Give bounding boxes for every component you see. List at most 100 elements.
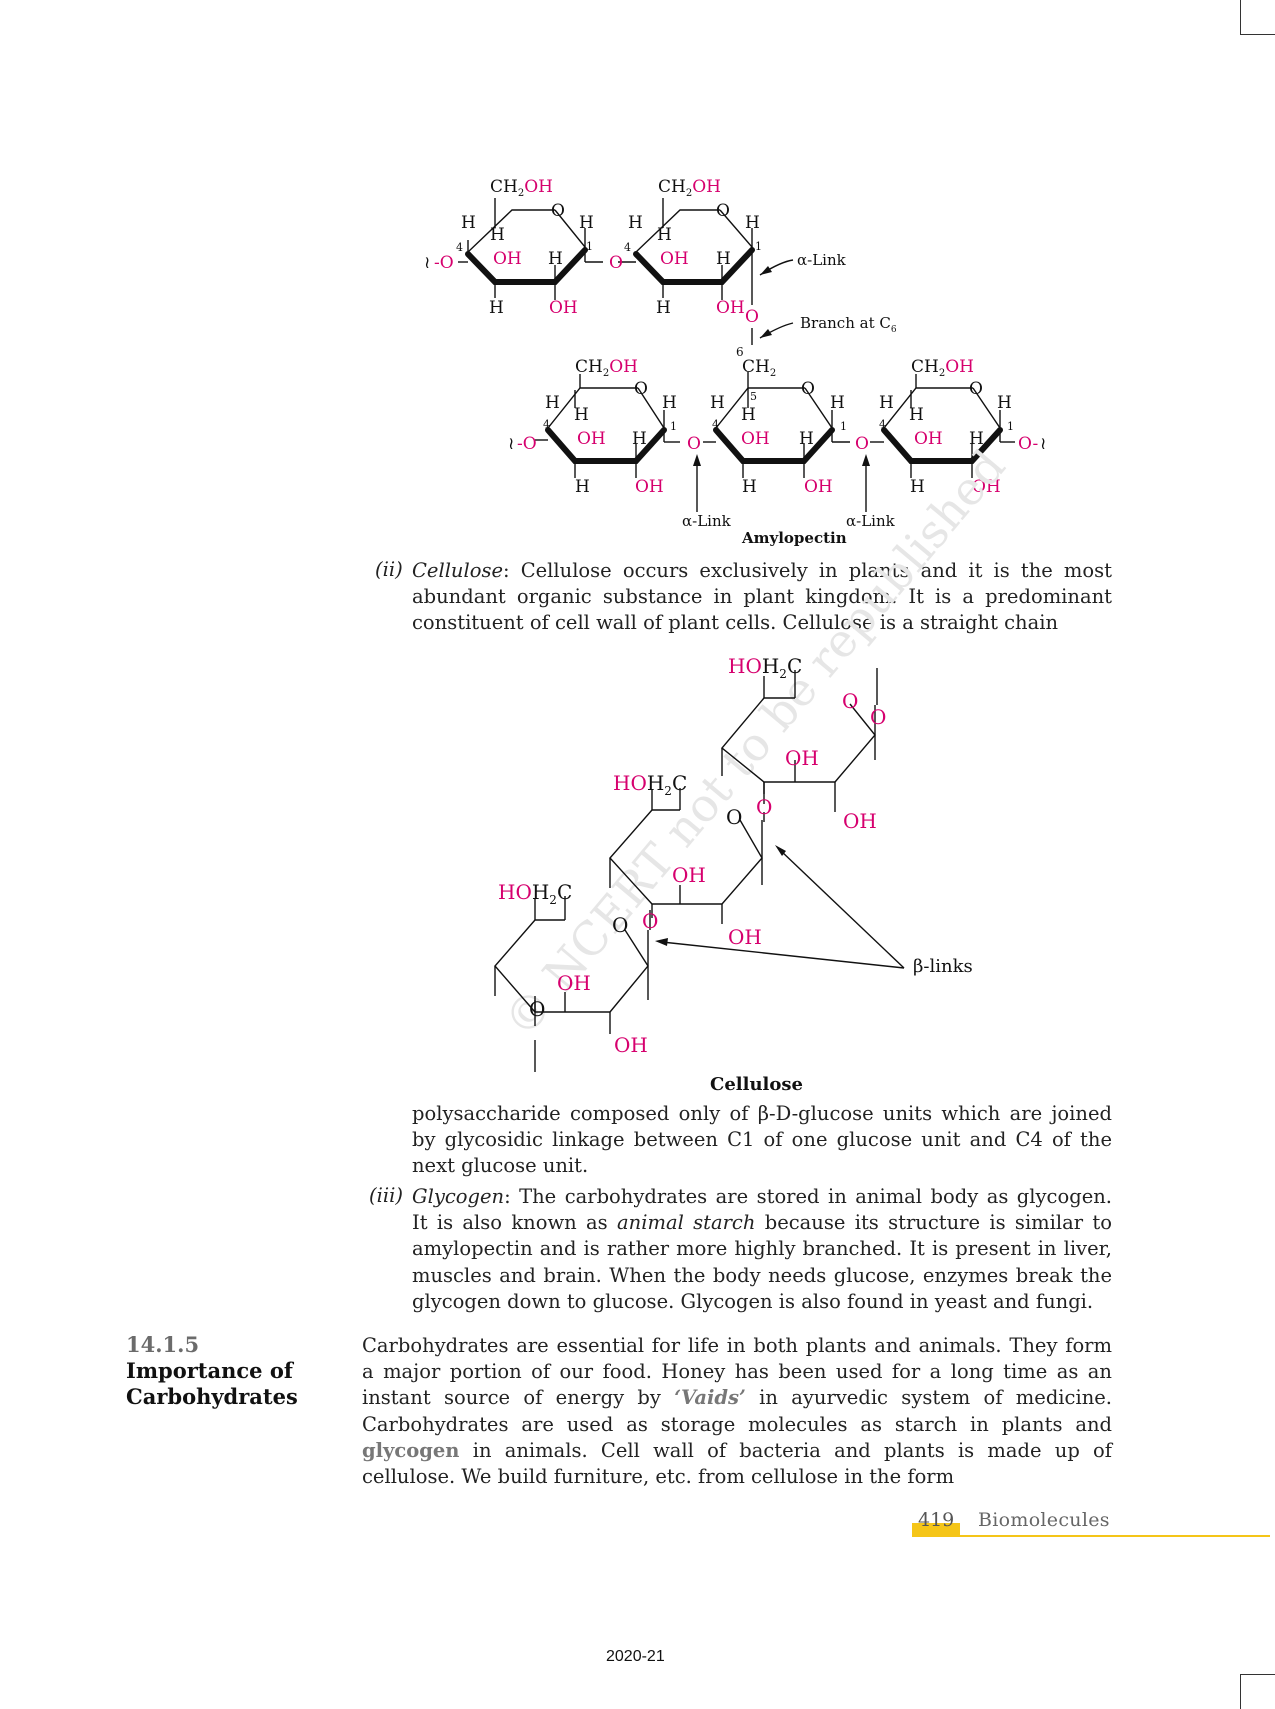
svg-text:O: O (642, 909, 658, 933)
svg-text:OH: OH (914, 429, 943, 449)
svg-text:H: H (657, 225, 672, 245)
svg-text:HOH2C: HOH2C (728, 654, 802, 681)
edition-year: 2020-21 (606, 1648, 665, 1665)
svg-text:O-: O- (1018, 434, 1038, 454)
svg-text:OH: OH (972, 477, 1001, 497)
svg-text:-O: -O (517, 434, 537, 454)
ring-o: O (716, 201, 730, 221)
svg-text:OH: OH (614, 1033, 648, 1057)
ch2-label: CH (742, 357, 770, 377)
svg-text:OH: OH (843, 809, 877, 833)
svg-text:OH: OH (728, 925, 762, 949)
svg-text:O: O (687, 434, 701, 454)
svg-text:OH: OH (493, 249, 522, 269)
crop-mark-bottom-right (1240, 1674, 1275, 1709)
svg-text:OH: OH (672, 863, 706, 887)
svg-text:OH: OH (785, 746, 819, 770)
svg-text:H: H (745, 213, 760, 233)
ring-o: O (551, 201, 565, 221)
svg-text:H: H (628, 213, 643, 233)
beta-links-label: β-links (913, 956, 973, 977)
svg-text:O: O (612, 913, 628, 937)
svg-text:5: 5 (750, 390, 757, 403)
svg-text:CH2OH: CH2OH (911, 357, 974, 379)
svg-text:1: 1 (586, 240, 593, 253)
svg-text:H: H (830, 393, 845, 413)
svg-text:1: 1 (670, 420, 677, 433)
ch2oh-c-2: CH (658, 177, 686, 197)
cellulose-caption: Cellulose (710, 1074, 803, 1095)
item-number-iii: (iii) (369, 1184, 403, 1207)
svg-text:6: 6 (736, 345, 744, 359)
branch-o: O (745, 307, 759, 327)
svg-text:H: H (548, 249, 563, 269)
svg-text:H: H (579, 213, 594, 233)
svg-text:≀: ≀ (424, 253, 430, 273)
alpha-link-label-1: α-Link (682, 512, 732, 530)
svg-text:CH2OH: CH2OH (658, 177, 721, 199)
svg-text:H: H (656, 298, 671, 318)
svg-text:OH: OH (660, 249, 689, 269)
alpha-link-label-2: α-Link (846, 512, 896, 530)
svg-text:O: O (855, 434, 869, 454)
svg-text:≀: ≀ (1040, 434, 1046, 454)
svg-text:O: O (634, 379, 648, 399)
svg-text:4: 4 (543, 418, 550, 431)
svg-text:OH: OH (577, 429, 606, 449)
amylopectin-caption: Amylopectin (741, 529, 847, 547)
svg-text:CH2: CH2 (742, 357, 776, 379)
svg-text:H: H (799, 429, 814, 449)
section-title: Importance of Carbohydrates (126, 1358, 298, 1409)
ch2oh-c-1: CH (490, 177, 518, 197)
svg-text:H: H (716, 249, 731, 269)
cellulose-continued: polysaccharide composed only of β-D-gluc… (412, 1102, 1112, 1178)
svg-text:O: O (969, 379, 983, 399)
svg-text:H: H (662, 393, 677, 413)
svg-text:H: H (575, 477, 590, 497)
svg-text:O: O (842, 689, 858, 713)
svg-text:O: O (870, 705, 886, 729)
svg-text:1: 1 (840, 420, 847, 433)
svg-text:OH: OH (716, 298, 745, 318)
svg-text:CH2OH: CH2OH (490, 177, 553, 199)
branch-label: Branch at C6 (800, 314, 897, 335)
svg-text:HOH2C: HOH2C (498, 880, 572, 907)
svg-text:4: 4 (624, 241, 631, 254)
svg-text:H: H (742, 477, 757, 497)
svg-text:H: H (490, 225, 505, 245)
svg-text:4: 4 (879, 418, 886, 431)
crop-mark-top-right (1240, 0, 1275, 35)
svg-text:H: H (741, 405, 756, 425)
svg-text:O: O (726, 805, 742, 829)
svg-text:H: H (910, 477, 925, 497)
svg-text:1: 1 (755, 240, 762, 253)
footer-rule (912, 1535, 1270, 1537)
alpha-link-label-top: α-Link (797, 251, 847, 269)
link-o: O (609, 253, 623, 273)
svg-text:H: H (710, 393, 725, 413)
svg-text:H: H (969, 429, 984, 449)
footer-highlight (912, 1523, 960, 1537)
svg-text:CH2OH: CH2OH (575, 357, 638, 379)
svg-text:≀: ≀ (508, 434, 514, 454)
page-number: 419 (918, 1509, 955, 1531)
svg-text:4: 4 (712, 418, 719, 431)
svg-text:H: H (997, 393, 1012, 413)
svg-text:4: 4 (456, 241, 463, 254)
svg-text:H: H (909, 405, 924, 425)
svg-text:H: H (461, 213, 476, 233)
svg-text:H: H (632, 429, 647, 449)
section-number: 14.1.5 (126, 1332, 200, 1357)
svg-text:OH: OH (557, 971, 591, 995)
svg-text:OH: OH (635, 477, 664, 497)
chapter-name: Biomolecules (978, 1509, 1110, 1531)
amylopectin-structure: CH2OH CH2OH O O H H H H H H OH H OH H H … (424, 177, 1046, 547)
svg-text:H: H (879, 393, 894, 413)
svg-text:1: 1 (1007, 420, 1014, 433)
svg-text:OH: OH (741, 429, 770, 449)
item-number-ii: (ii) (375, 558, 403, 581)
svg-text:OH: OH (804, 477, 833, 497)
svg-text:-O: -O (434, 253, 454, 273)
cellulose-paragraph: Cellulose: Cellulose occurs exclusively … (412, 559, 1112, 635)
importance-paragraph: Carbohydrates are essential for life in … (362, 1334, 1112, 1489)
